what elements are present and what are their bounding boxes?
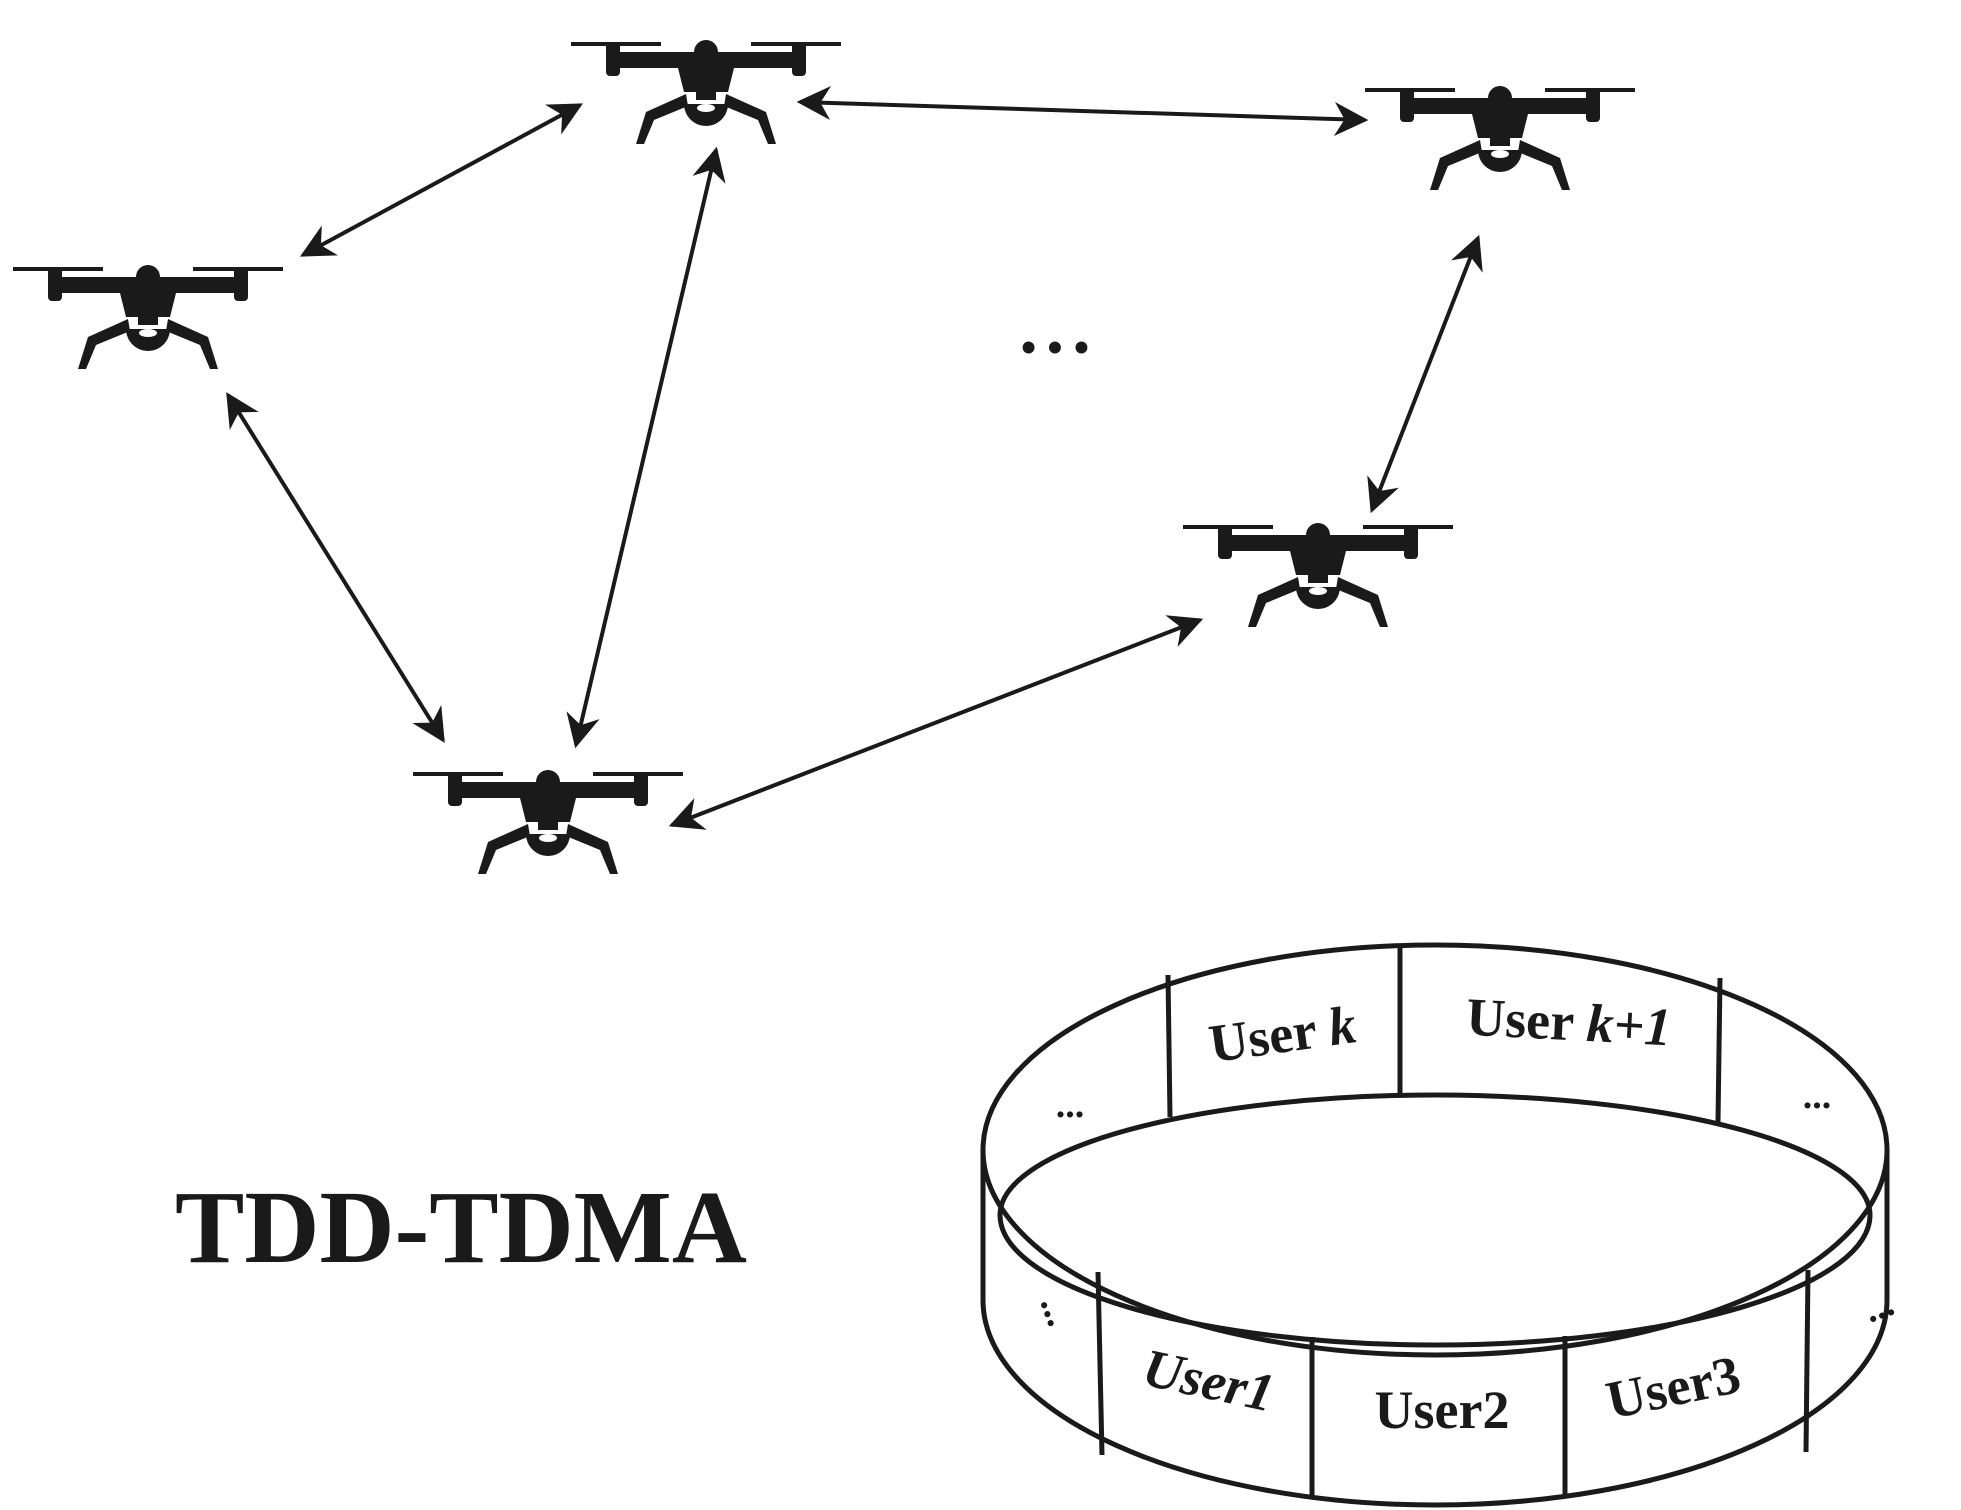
- drone-right-middle: [1181, 521, 1455, 629]
- drone-top-right: [1363, 84, 1637, 192]
- ring-ellipsis-bottom-left: ...: [1032, 1290, 1081, 1331]
- drone-top-center: [569, 38, 843, 146]
- drone-left: [11, 263, 285, 371]
- network-ellipsis: • • •: [1021, 323, 1089, 372]
- drone-bottom-center: [411, 768, 685, 876]
- link-bottomcenter-rightmiddle: [668, 615, 1204, 830]
- ring-slot-user1: User1: [1138, 1337, 1280, 1423]
- link-left-bottomcenter: [226, 392, 445, 743]
- ring-slot-user2: User2: [1375, 1380, 1510, 1440]
- link-rightmiddle-topright: [1367, 234, 1483, 514]
- ring-slot-user-k1: User k+1: [1465, 987, 1673, 1058]
- ring-slot-user-k: User k: [1205, 994, 1359, 1074]
- ring-ellipsis-top-right: ...: [1803, 1075, 1832, 1117]
- diagram-title: TDD-TDMA: [175, 1170, 747, 1285]
- ring-slot-user3: User3: [1601, 1344, 1745, 1431]
- link-topcenter-topright: [796, 85, 1369, 137]
- tdma-ring: [980, 942, 1890, 1508]
- link-topcenter-bottomcenter: [566, 146, 726, 749]
- ring-ellipsis-top-left: ...: [1056, 1084, 1085, 1126]
- link-left-topcenter: [300, 103, 583, 257]
- communication-links: [226, 85, 1483, 830]
- ring-ellipsis-bottom-right: ...: [1858, 1282, 1899, 1331]
